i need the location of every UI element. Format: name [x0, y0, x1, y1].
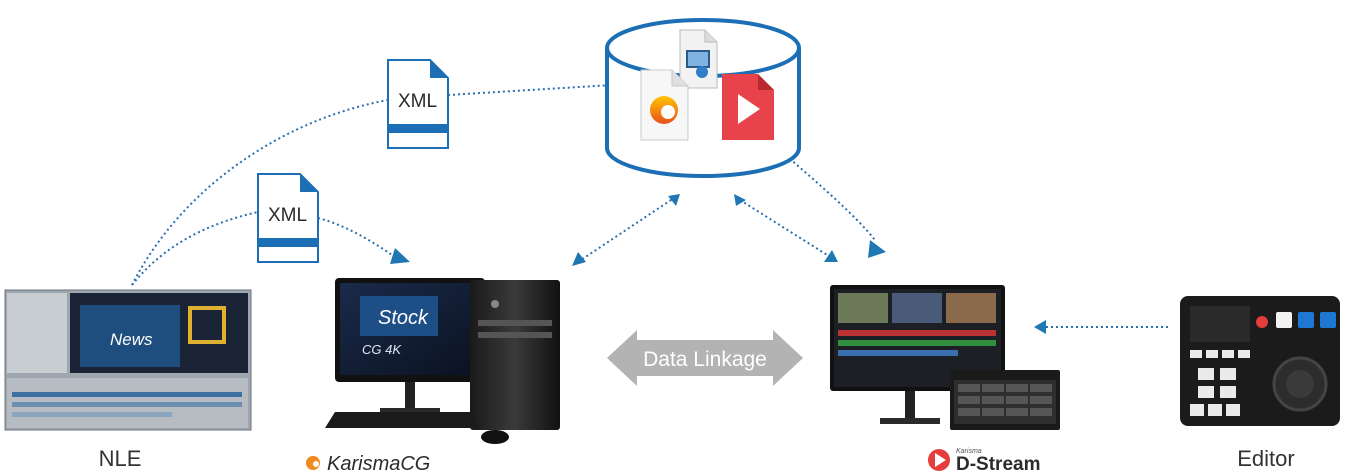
cg-stock-text: Stock	[378, 307, 429, 329]
arrowhead-to-dstream-editor	[1034, 320, 1046, 334]
karismacg-file-icon	[640, 69, 689, 141]
karismacg-workstation: Stock CG 4K	[325, 278, 560, 444]
cg-4k-text: CG 4K	[362, 342, 402, 357]
media-file-icon	[679, 29, 718, 89]
xml-bottom-label: XML	[268, 205, 307, 226]
line-dstream-storage-biarrow	[739, 199, 833, 259]
xml-document-bottom: XML	[257, 173, 319, 263]
editor-label: Editor	[1237, 446, 1294, 471]
line-storage-to-dstream	[781, 151, 876, 241]
editor-controller	[1180, 296, 1340, 426]
data-linkage-label: Data Linkage	[643, 348, 767, 371]
line-xml-top-to-storage	[447, 84, 613, 96]
arrowhead-cg-storage-b	[668, 194, 680, 206]
line-xml-bottom-to-cg	[317, 217, 393, 256]
arrowhead-cg-storage-a	[572, 252, 586, 266]
dstream-logo: Karisma D-Stream	[928, 448, 1040, 472]
video-file-icon	[722, 74, 774, 140]
karismacg-label: KarismaCG	[327, 453, 430, 472]
xml-document-top: XML	[387, 59, 449, 149]
line-nle-to-xml-bottom	[131, 211, 259, 286]
line-nle-to-xml-top	[131, 99, 389, 286]
karismacg-logo: KarismaCG	[306, 453, 430, 472]
data-linkage-arrow: Data Linkage	[607, 330, 803, 386]
dstream-workstation	[830, 285, 1060, 430]
arrowhead-to-dstream	[868, 240, 886, 258]
xml-top-label: XML	[398, 91, 437, 112]
nle-label: NLE	[99, 446, 142, 471]
line-cg-storage-biarrow	[577, 197, 675, 263]
arrow-heads	[390, 194, 1046, 334]
dstream-label: D-Stream	[956, 454, 1040, 472]
nle-screenshot: News	[4, 289, 252, 431]
arrowhead-to-cg	[390, 248, 410, 264]
connection-lines	[131, 84, 1168, 328]
nle-news-text: News	[110, 330, 153, 349]
arrowhead-dstream-storage-b	[824, 250, 838, 262]
arrowhead-dstream-storage-a	[734, 194, 746, 206]
dstream-small-label: Karisma	[956, 448, 982, 455]
